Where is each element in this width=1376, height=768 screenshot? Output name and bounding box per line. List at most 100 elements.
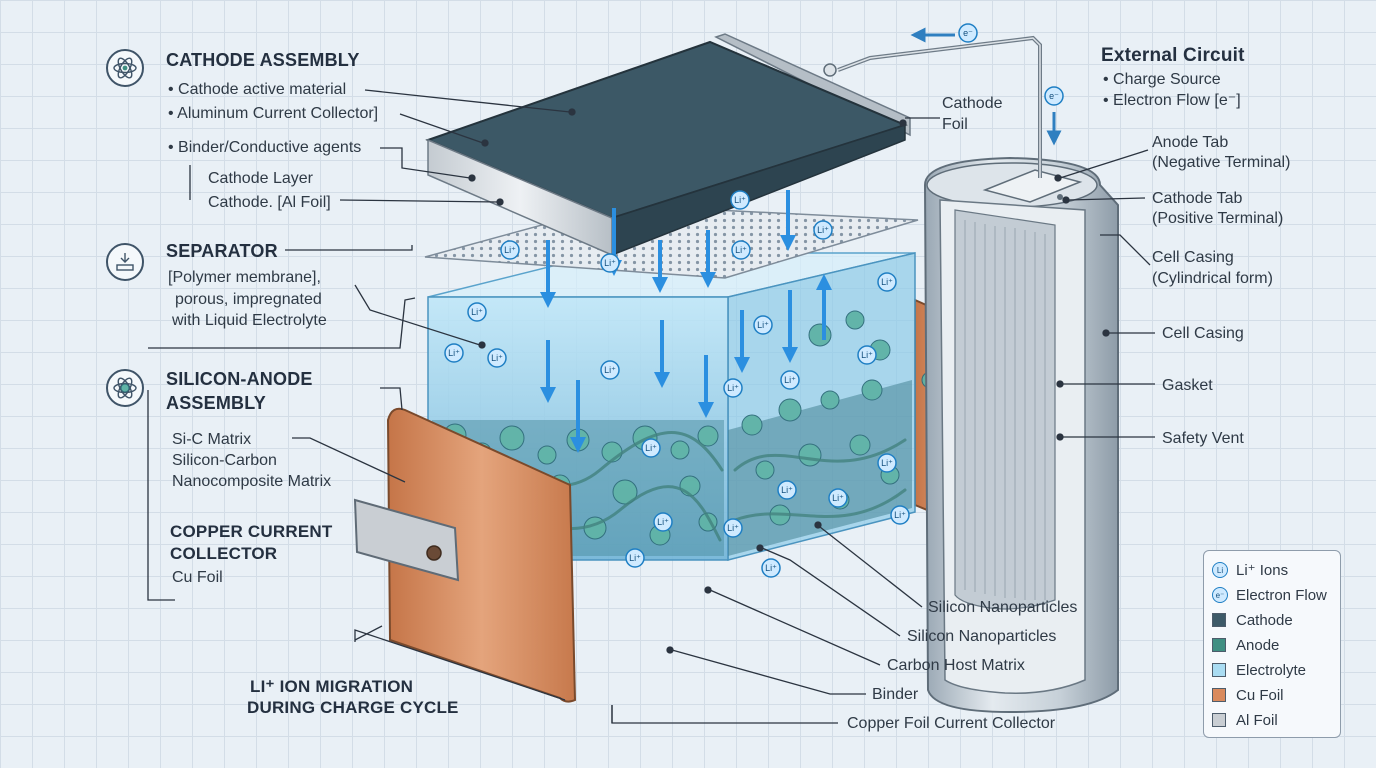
ion-marker: Li⁺ <box>723 378 743 398</box>
silicon-nanoparticles-label: Silicon Nanoparticles <box>928 599 1078 616</box>
svg-text:e⁻: e⁻ <box>1049 91 1059 101</box>
cell-casing-label: Cell Casing <box>1152 249 1234 266</box>
ion-marker: Li⁺ <box>467 302 487 322</box>
svg-text:Li⁺: Li⁺ <box>629 553 641 563</box>
svg-text:Li⁺: Li⁺ <box>657 517 669 527</box>
svg-text:Li⁺: Li⁺ <box>861 350 873 360</box>
separator-title: SEPARATOR <box>166 241 278 261</box>
safety-vent-label: Safety Vent <box>1162 430 1244 447</box>
electron-marker: e⁻ <box>958 23 978 43</box>
gasket-label: Gasket <box>1162 377 1213 394</box>
legend-item: e⁻Electron Flow <box>1212 584 1327 606</box>
cathode-item: • Aluminum Current Collector] <box>168 105 379 122</box>
ion-markers: Li⁺ Li⁺ Li⁺ Li⁺ Li⁺ Li⁺ Li⁺ Li⁺ Li⁺ Li⁺ … <box>444 23 1064 578</box>
migration-caption: LI⁺ ION MIGRATION <box>250 677 414 696</box>
legend-swatch <box>1212 663 1226 677</box>
cathode-tab-label: Cathode Tab <box>1152 190 1243 207</box>
anode-tab-sub: (Negative Terminal) <box>1152 154 1291 171</box>
svg-text:Li⁺: Li⁺ <box>881 277 893 287</box>
copper-collector-title: COPPER CURRENT <box>170 522 333 541</box>
silicon-atom-icon <box>106 369 144 407</box>
ion-marker: Li⁺ <box>641 438 661 458</box>
svg-text:Li⁺: Li⁺ <box>781 485 793 495</box>
ion-marker: Li⁺ <box>487 348 507 368</box>
ion-marker: Li⁺ <box>444 343 464 363</box>
leader-lines <box>147 89 1155 724</box>
anode-matrix-line: Nanocomposite Matrix <box>172 473 332 490</box>
svg-text:Li⁺: Li⁺ <box>504 245 516 255</box>
migration-caption: DURING CHARGE CYCLE <box>247 698 459 717</box>
svg-text:Li⁺: Li⁺ <box>604 365 616 375</box>
svg-text:Li⁺: Li⁺ <box>832 493 844 503</box>
ion-marker: Li⁺ <box>600 253 620 273</box>
ion-marker: Li⁺ <box>753 315 773 335</box>
copper-collector-sub: Cu Foil <box>172 569 223 586</box>
cell-casing-sub: (Cylindrical form) <box>1152 270 1273 287</box>
svg-text:Li⁺: Li⁺ <box>491 353 503 363</box>
cathode-foil-label: Cathode <box>942 95 1003 112</box>
svg-text:Li⁺: Li⁺ <box>727 523 739 533</box>
svg-text:Li⁺: Li⁺ <box>727 383 739 393</box>
carbon-host-label: Carbon Host Matrix <box>887 657 1025 674</box>
ion-marker: Li⁺ <box>625 548 645 568</box>
separator-line: with Liquid Electrolyte <box>172 312 327 329</box>
ion-icon: Li <box>1212 562 1228 578</box>
svg-text:Li⁺: Li⁺ <box>734 195 746 205</box>
svg-text:e⁻: e⁻ <box>963 28 973 38</box>
legend-item: Al Foil <box>1212 709 1278 731</box>
atom-icon <box>106 49 144 87</box>
anode-title: ASSEMBLY <box>166 393 266 413</box>
legend-swatch <box>1212 613 1226 627</box>
ion-marker: Li⁺ <box>723 518 743 538</box>
legend-swatch <box>1212 638 1226 652</box>
cylindrical-cell <box>923 156 1119 714</box>
cathode-sub: Cathode. [Al Foil] <box>208 194 331 211</box>
cell-casing-label: Cell Casing <box>1162 325 1244 342</box>
ion-marker: Li⁺ <box>761 558 781 578</box>
membrane-icon <box>106 243 144 281</box>
svg-text:Li⁺: Li⁺ <box>881 458 893 468</box>
ion-marker: Li⁺ <box>600 360 620 380</box>
cathode-item: • Cathode active material <box>168 81 347 98</box>
svg-text:Li⁺: Li⁺ <box>645 443 657 453</box>
svg-text:Li⁺: Li⁺ <box>784 375 796 385</box>
external-wire <box>823 27 1062 178</box>
ion-marker: Li⁺ <box>730 190 750 210</box>
legend-swatch <box>1212 688 1226 702</box>
ion-marker: Li⁺ <box>877 453 897 473</box>
svg-text:Li⁺: Li⁺ <box>894 510 906 520</box>
ion-marker: Li⁺ <box>653 512 673 532</box>
ion-marker: Li⁺ <box>500 240 520 260</box>
anode-tab-label: Anode Tab <box>1152 134 1229 151</box>
svg-text:Li⁺: Li⁺ <box>471 307 483 317</box>
ion-marker: Li⁺ <box>857 345 877 365</box>
electron-icon: e⁻ <box>1212 587 1228 603</box>
ion-marker: Li⁺ <box>890 505 910 525</box>
binder-label: Binder <box>872 686 919 703</box>
svg-text:Li⁺: Li⁺ <box>757 320 769 330</box>
copper-foil-left <box>353 407 577 703</box>
svg-text:Li⁺: Li⁺ <box>765 563 777 573</box>
electron-marker: e⁻ <box>1044 86 1064 106</box>
anode-title: SILICON-ANODE <box>166 369 313 389</box>
silicon-nanoparticles-label: Silicon Nanoparticles <box>907 628 1057 645</box>
ion-marker: Li⁺ <box>877 272 897 292</box>
ion-marker: Li⁺ <box>780 370 800 390</box>
cathode-item: • Binder/Conductive agents <box>168 139 362 156</box>
anode-matrix-line: Silicon-Carbon <box>172 452 277 469</box>
ion-marker: Li⁺ <box>828 488 848 508</box>
cathode-sub: Cathode Layer <box>208 170 313 187</box>
svg-text:Li⁺: Li⁺ <box>735 245 747 255</box>
external-circuit-item: • Charge Source <box>1103 71 1221 88</box>
copper-foil-collector-label: Copper Foil Current Collector <box>847 715 1056 732</box>
cathode-assembly-title: CATHODE ASSEMBLY <box>166 50 360 70</box>
ion-marker: Li⁺ <box>777 480 797 500</box>
ion-marker: Li⁺ <box>731 240 751 260</box>
ion-marker: Li⁺ <box>813 220 833 240</box>
copper-collector-title: COLLECTOR <box>170 544 278 563</box>
svg-text:Li⁺: Li⁺ <box>604 258 616 268</box>
legend-swatch <box>1212 713 1226 727</box>
